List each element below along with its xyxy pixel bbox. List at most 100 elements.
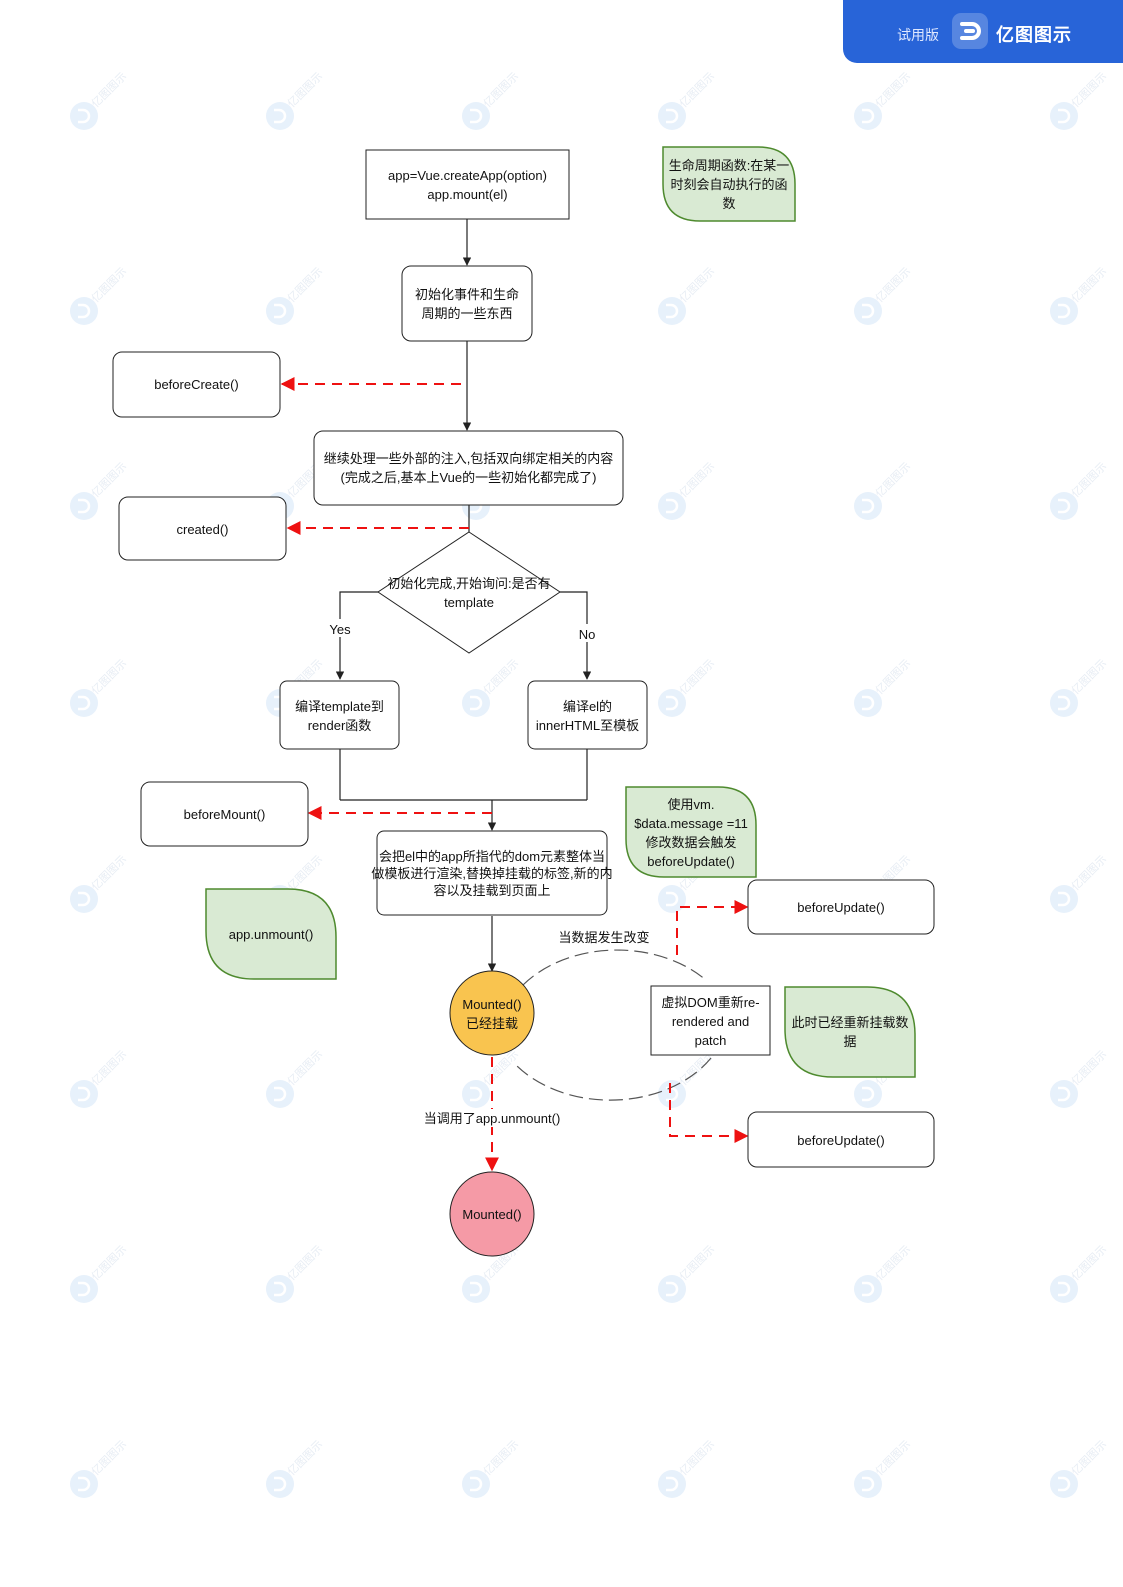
edraw-watermark-icon: 亿图图示 — [70, 853, 129, 913]
node-inject-text: 继续处理一些外部的注入,包括双向绑定相关的内容(完成之后,基本上Vue的一些初始… — [324, 451, 614, 485]
text-line: 初始化完成,开始询问:是否有 — [387, 576, 550, 591]
node-decision-text: 初始化完成,开始询问:是否有 template — [387, 576, 550, 610]
text-line: 生命周期函数:在某一 — [669, 158, 790, 173]
watermark-text: 亿图图示 — [677, 265, 717, 305]
watermark-text: 亿图图示 — [89, 1438, 129, 1478]
note-lifecycle-text: 生命周期函数:在某一时刻会自动执行的函数 — [669, 158, 790, 211]
node-before-update-2-text: beforeUpdate() — [797, 1133, 884, 1148]
node-create-app: app=Vue.createApp(option)app.mount(el) — [365, 149, 570, 220]
text-line: 时刻会自动执行的函 — [670, 177, 787, 192]
watermark-text: 亿图图示 — [89, 1048, 129, 1088]
watermark-text: 亿图图示 — [677, 1438, 717, 1478]
node-before-update-1-text: beforeUpdate() — [797, 900, 884, 915]
edraw-watermark-icon: 亿图图示 — [1050, 1243, 1109, 1303]
edraw-watermark-icon: 亿图图示 — [1050, 1438, 1109, 1498]
node-compile-el: 编译el的 innerHTML至模板 — [527, 680, 648, 750]
label-call-unmount-bg — [419, 1109, 565, 1127]
watermark-text: 亿图图示 — [1069, 853, 1109, 893]
edraw-watermark-icon: 亿图图示 — [854, 657, 913, 717]
trial-label: 试用版 — [897, 27, 939, 43]
watermark-text: 亿图图示 — [89, 460, 129, 500]
text-line: 数 — [722, 196, 735, 211]
watermark-text: 亿图图示 — [873, 70, 913, 110]
watermark-text: 亿图图示 — [285, 265, 325, 305]
node-mounted-text: Mounted() 已经挂载 — [462, 997, 521, 1031]
edraw-watermark-icon: 亿图图示 — [462, 70, 521, 130]
note-app-unmount: app.unmount() — [205, 888, 337, 980]
text-line: beforeUpdate() — [647, 854, 734, 869]
note-lifecycle: 生命周期函数:在某一时刻会自动执行的函数 — [662, 146, 796, 222]
watermark-text: 亿图图示 — [285, 1048, 325, 1088]
text-line: app.mount(el) — [427, 187, 507, 202]
watermark-text: 亿图图示 — [481, 70, 521, 110]
text-line: innerHTML至模板 — [536, 718, 639, 733]
node-render-dom: 会把el中的app所指代的dom元素整体当做模板进行渲染,替换掉挂载的标签,新的… — [371, 830, 613, 916]
text-line: render函数 — [308, 718, 372, 733]
watermark-text: 亿图图示 — [285, 70, 325, 110]
edraw-watermark-icon: 亿图图示 — [658, 1243, 717, 1303]
edraw-watermark-icon: 亿图图示 — [266, 70, 325, 130]
watermark-text: 亿图图示 — [285, 1438, 325, 1478]
update-cycle — [516, 949, 712, 1101]
label-data-change: 当数据发生改变 — [558, 930, 649, 945]
node-create-app-text: app=Vue.createApp(option)app.mount(el) — [388, 168, 547, 202]
edraw-watermark-icon: 亿图图示 — [70, 1438, 129, 1498]
note-remounted-text: 此时已经重新挂载数据 — [791, 1015, 908, 1049]
watermark-text: 亿图图示 — [677, 70, 717, 110]
node-compile-el-text: 编译el的 innerHTML至模板 — [536, 699, 639, 733]
note-remounted: 此时已经重新挂载数据 — [784, 986, 916, 1078]
text-line: template — [444, 595, 494, 610]
text-line: 会把el中的app所指代的dom元素整体当 — [379, 849, 605, 864]
brand-name: 亿图图示 — [996, 25, 1072, 45]
node-render-dom-text: 会把el中的app所指代的dom元素整体当做模板进行渲染,替换掉挂载的标签,新的… — [371, 849, 612, 898]
text-line: Mounted() — [462, 997, 521, 1012]
watermark-text: 亿图图示 — [285, 853, 325, 893]
watermark-text: 亿图图示 — [1069, 1243, 1109, 1283]
edraw-watermark-icon: 亿图图示 — [854, 265, 913, 325]
edraw-watermark-icon: 亿图图示 — [266, 1243, 325, 1303]
text-line: 已经挂载 — [466, 1016, 518, 1031]
note-app-unmount-text: app.unmount() — [229, 927, 314, 942]
node-init-events: 初始化事件和生命周期的一些东西 — [401, 265, 533, 342]
edraw-watermark-icon: 亿图图示 — [70, 1048, 129, 1108]
label-no-bg — [575, 624, 599, 642]
watermark-text: 亿图图示 — [1069, 1438, 1109, 1478]
text-line: 修改数据会触发 — [645, 835, 736, 850]
watermark-text: 亿图图示 — [89, 70, 129, 110]
node-before-mount-text: beforeMount() — [184, 807, 266, 822]
edraw-logo-icon — [952, 13, 988, 49]
label-no: No — [579, 627, 596, 642]
text-line: patch — [695, 1033, 727, 1048]
connectors — [335, 219, 592, 972]
edraw-watermark-icon: 亿图图示 — [1050, 1048, 1109, 1108]
watermark-text: 亿图图示 — [873, 1243, 913, 1283]
text-line: 编译el的 — [563, 699, 612, 714]
text-line: app.unmount() — [229, 927, 314, 942]
edge-decision-no — [560, 591, 592, 680]
edraw-watermark-icon: 亿图图示 — [658, 265, 717, 325]
hook-arrows — [280, 377, 749, 1172]
watermark-text: 亿图图示 — [677, 1243, 717, 1283]
node-before-update-1: beforeUpdate() — [747, 879, 935, 935]
text-line: 初始化事件和生命 — [415, 287, 519, 302]
text-line: 据 — [843, 1034, 856, 1049]
node-init-events-text: 初始化事件和生命周期的一些东西 — [415, 287, 519, 321]
hook-arrow-before-update-2 — [669, 1083, 749, 1143]
node-inject: 继续处理一些外部的注入,包括双向绑定相关的内容(完成之后,基本上Vue的一些初始… — [313, 430, 624, 506]
node-created-text: created() — [176, 522, 228, 537]
edraw-watermark-icon: 亿图图示 — [658, 460, 717, 520]
edraw-watermark-icon: 亿图图示 — [658, 70, 717, 130]
text-line: beforeUpdate() — [797, 1133, 884, 1148]
label-data-change-bg — [556, 929, 652, 946]
edraw-watermark-icon: 亿图图示 — [462, 657, 521, 717]
edraw-watermark-icon: 亿图图示 — [1050, 265, 1109, 325]
node-decision: 初始化完成,开始询问:是否有 template — [377, 531, 561, 654]
edraw-watermark-icon: 亿图图示 — [462, 1438, 521, 1498]
watermark-text: 亿图图示 — [481, 657, 521, 697]
watermark-text: 亿图图示 — [89, 265, 129, 305]
watermark-text: 亿图图示 — [285, 1243, 325, 1283]
